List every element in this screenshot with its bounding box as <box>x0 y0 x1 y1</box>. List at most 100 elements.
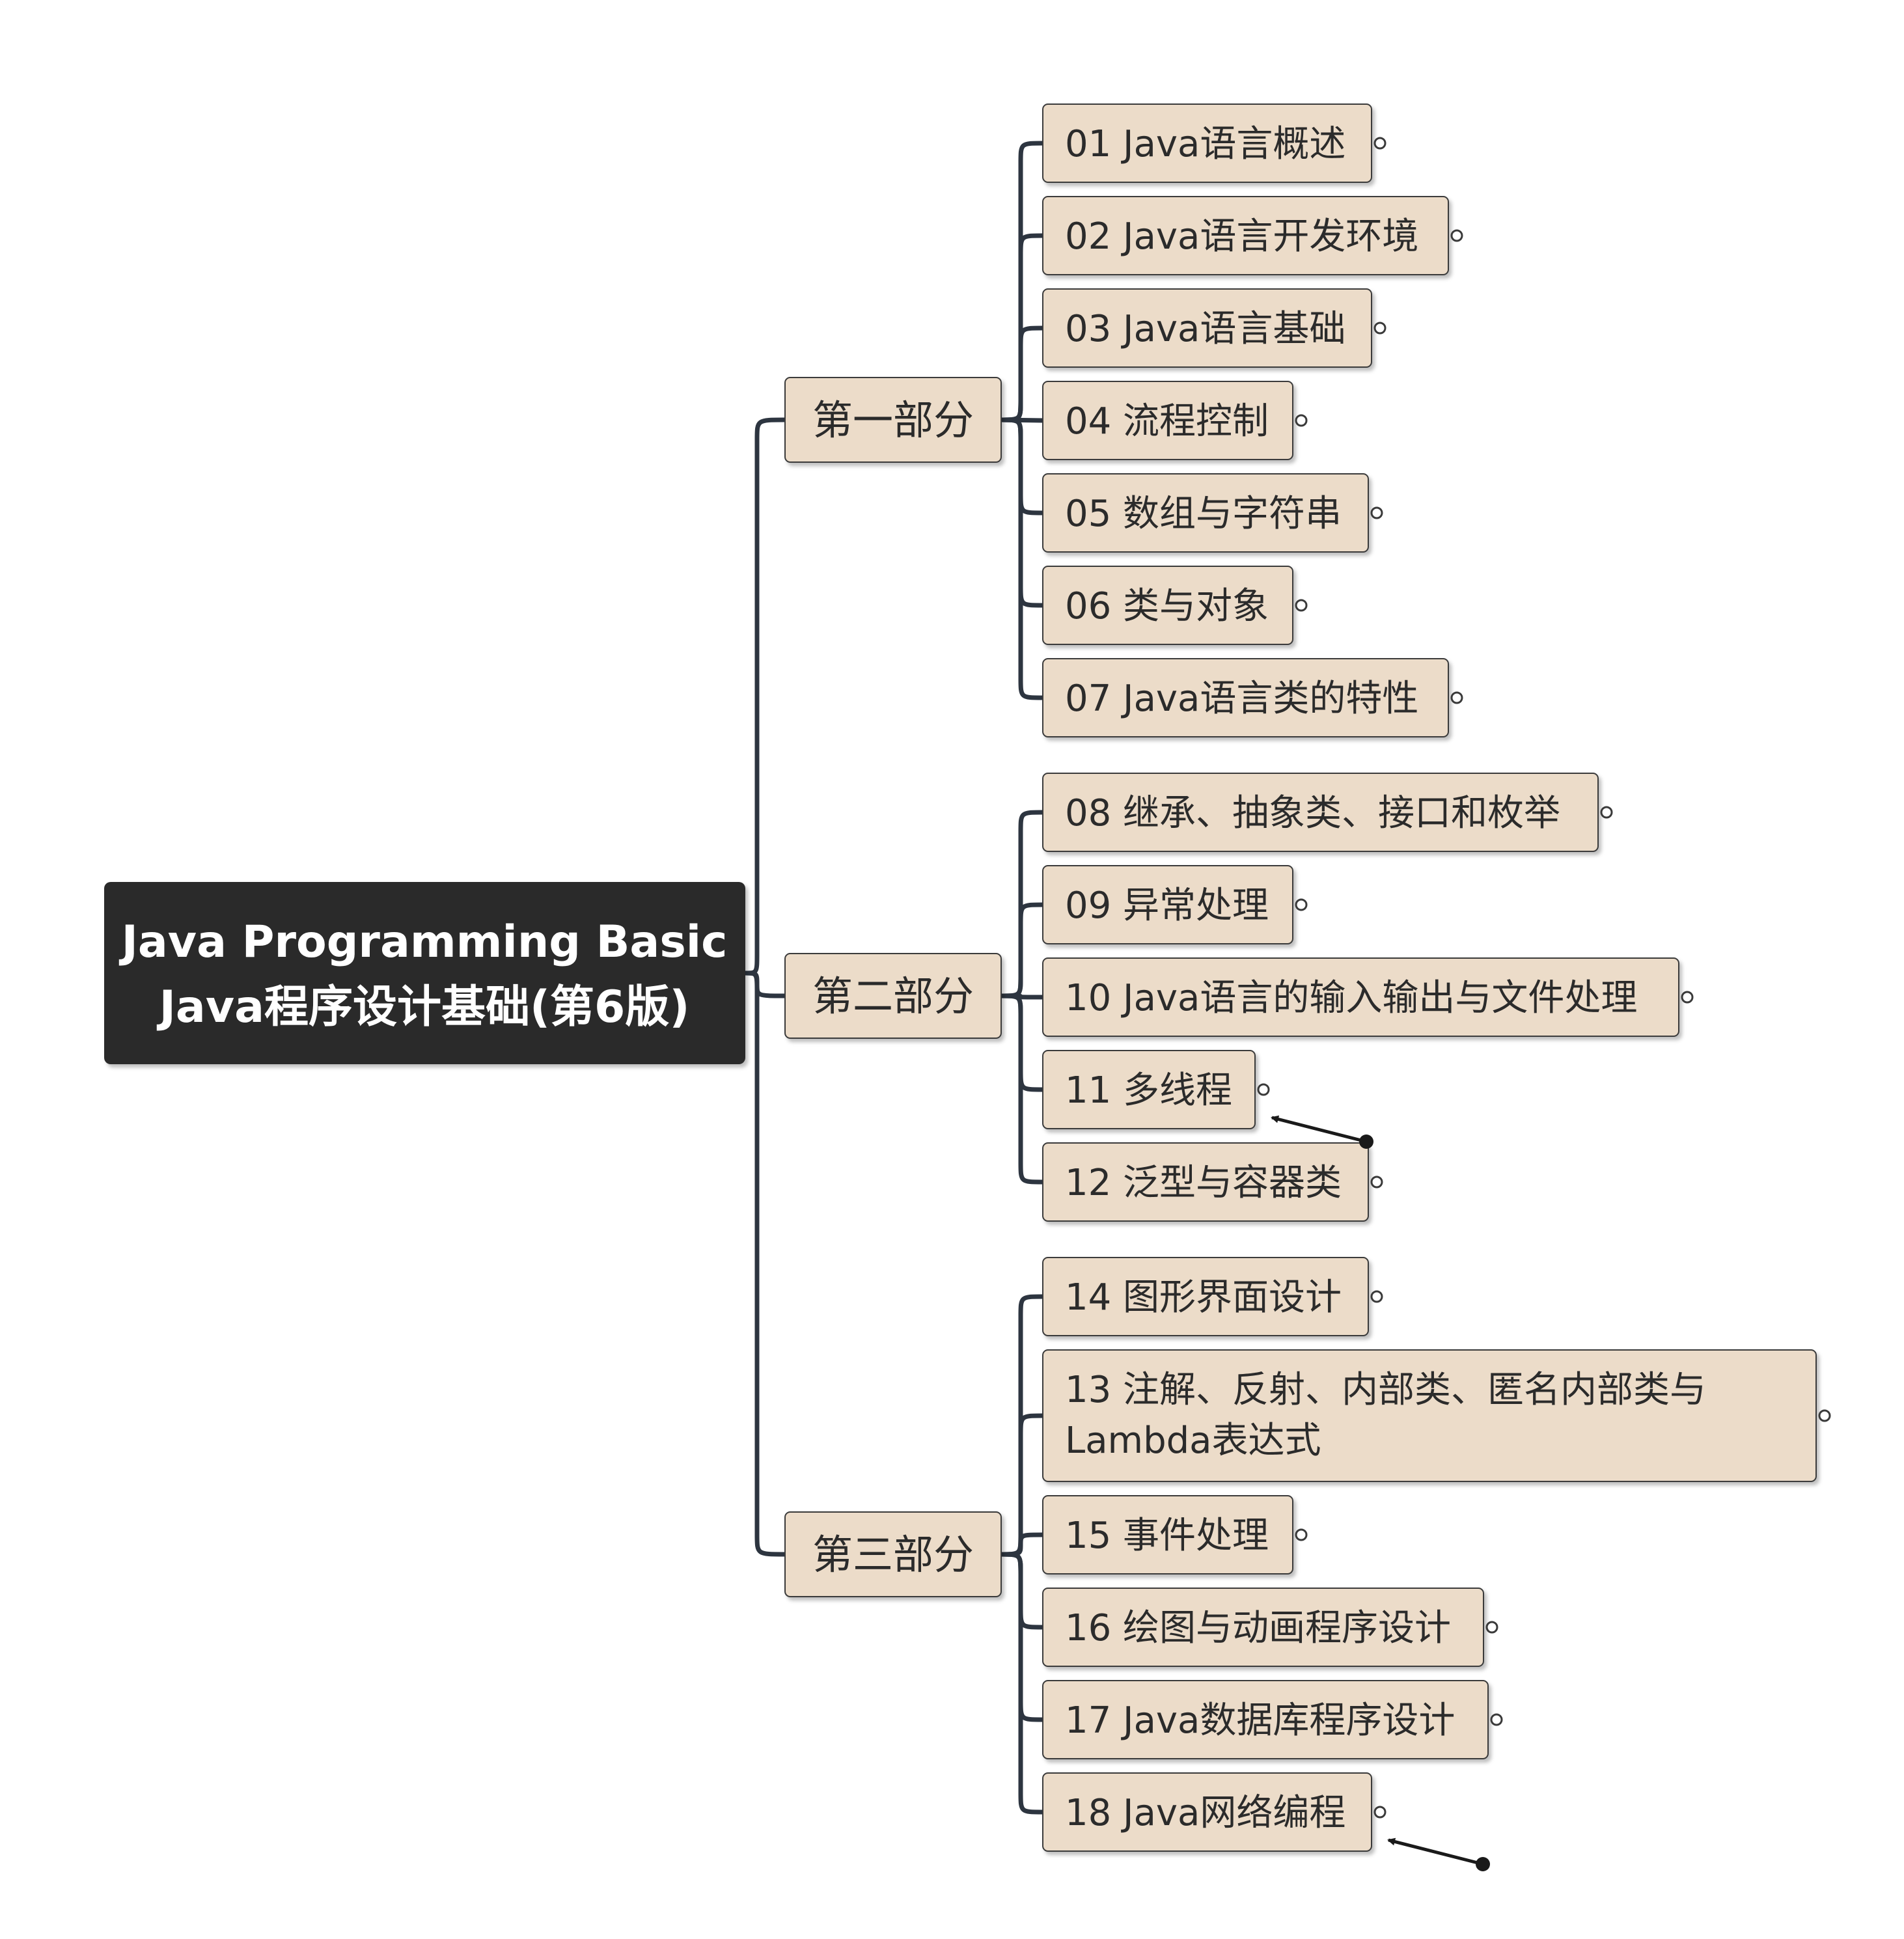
chapter-node[interactable]: 17 Java数据库程序设计 <box>1042 1680 1503 1759</box>
chapter-node-box <box>1042 381 1293 460</box>
connector-line <box>999 993 1045 1185</box>
pointer-arrow-icon <box>1271 1115 1367 1144</box>
chapter-node[interactable]: 11 多线程 <box>1042 1050 1270 1129</box>
chapter-node[interactable]: 03 Java语言基础 <box>1042 288 1387 368</box>
chapter-node[interactable]: 10 Java语言的输入输出与文件处理 <box>1042 957 1694 1037</box>
chapter-node-label: 02 Java语言开发环境 <box>1065 215 1418 258</box>
chapter-node-label: 12 泛型与容器类 <box>1065 1162 1342 1204</box>
part-node[interactable]: 第三部分 <box>784 1511 1002 1597</box>
chapter-node[interactable]: 16 绘图与动画程序设计 <box>1042 1588 1498 1667</box>
part-node-label: 第一部分 <box>812 396 974 444</box>
collapse-handle-icon[interactable] <box>1295 898 1308 911</box>
root-title-line2: Java程序设计基础(第6版) <box>157 982 690 1033</box>
chapter-node-box <box>1042 1142 1369 1222</box>
part-node-box <box>784 377 1002 463</box>
chapter-node-box <box>1042 658 1449 737</box>
chapter-node-box <box>1042 1772 1372 1852</box>
pointer-handle-icon[interactable] <box>1359 1135 1373 1149</box>
collapse-handle-icon[interactable] <box>1681 991 1694 1004</box>
collapse-handle-icon[interactable] <box>1450 691 1463 704</box>
pointers-layer <box>1271 1115 1490 1871</box>
collapse-handle-icon[interactable] <box>1373 137 1387 150</box>
chapter-node-box <box>1042 473 1369 553</box>
part-node[interactable]: 第二部分 <box>784 953 1002 1039</box>
chapter-node[interactable]: 18 Java网络编程 <box>1042 1772 1387 1852</box>
collapse-handle-icon[interactable] <box>1373 1806 1387 1819</box>
connector-line <box>743 417 788 976</box>
chapter-node[interactable]: 08 继承、抽象类、接口和枚举 <box>1042 773 1613 852</box>
connector-line <box>999 325 1045 422</box>
part-node-box <box>784 1511 1002 1597</box>
root-topic[interactable]: Java Programming Basic Java程序设计基础(第6版) <box>104 882 745 1064</box>
chapter-node-box <box>1042 103 1372 183</box>
pointer-handle-icon[interactable] <box>1476 1857 1490 1871</box>
chapter-node[interactable]: 04 流程控制 <box>1042 381 1308 460</box>
connector-line <box>743 970 788 1557</box>
connectors-layer <box>743 141 1045 1815</box>
collapse-handle-icon[interactable] <box>1295 414 1308 427</box>
chapter-node-label: 18 Java网络编程 <box>1065 1792 1345 1834</box>
chapter-node[interactable]: 15 事件处理 <box>1042 1495 1308 1575</box>
connector-line <box>999 417 1045 700</box>
chapter-node-label: 11 多线程 <box>1065 1069 1232 1112</box>
collapse-handle-icon[interactable] <box>1370 1176 1383 1189</box>
chapters-layer: 01 Java语言概述 02 Java语言开发环境 03 Java语言基础 04 流程… <box>1042 103 1831 1852</box>
chapter-node-box <box>1042 196 1449 275</box>
chapter-node[interactable]: 02 Java语言开发环境 <box>1042 196 1463 275</box>
collapse-handle-icon[interactable] <box>1600 806 1613 819</box>
collapse-handle-icon[interactable] <box>1370 1290 1383 1303</box>
chapter-node-box <box>1042 1349 1817 1482</box>
collapse-handle-icon[interactable] <box>1257 1083 1270 1096</box>
chapter-node-label: 05 数组与字符串 <box>1065 493 1342 535</box>
connector-line <box>999 1532 1045 1557</box>
chapter-node-label: 14 图形界面设计 <box>1065 1276 1342 1319</box>
chapter-node-box <box>1042 865 1293 944</box>
chapter-node-label: 04 流程控制 <box>1065 400 1269 443</box>
part-node[interactable]: 第一部分 <box>784 377 1002 463</box>
connector-line <box>999 1552 1045 1815</box>
chapter-node-label: 10 Java语言的输入输出与文件处理 <box>1065 977 1637 1019</box>
collapse-handle-icon[interactable] <box>1490 1713 1503 1726</box>
chapter-node[interactable]: 09 异常处理 <box>1042 865 1308 944</box>
chapter-node-label-line2: Lambda表达式 <box>1065 1420 1321 1462</box>
chapter-node[interactable]: 13 注解、反射、内部类、匿名内部类与 Lambda表达式 <box>1042 1349 1831 1482</box>
chapter-node-box <box>1042 1680 1489 1759</box>
root-topic-box <box>104 882 745 1064</box>
chapter-node-box <box>1042 1495 1293 1575</box>
chapter-node-label: 07 Java语言类的特性 <box>1065 678 1418 720</box>
chapter-node-box <box>1042 957 1679 1037</box>
chapter-node-label: 03 Java语言基础 <box>1065 308 1345 350</box>
chapter-node-box <box>1042 566 1293 645</box>
chapter-node-label: 08 继承、抽象类、接口和枚举 <box>1065 792 1560 834</box>
collapse-handle-icon[interactable] <box>1450 229 1463 242</box>
chapter-node[interactable]: 05 数组与字符串 <box>1042 473 1383 553</box>
chapter-node-box <box>1042 773 1599 852</box>
collapse-handle-icon[interactable] <box>1295 1528 1308 1541</box>
part-node-box <box>784 953 1002 1039</box>
chapter-node-label: 09 异常处理 <box>1065 885 1269 927</box>
collapse-handle-icon[interactable] <box>1818 1409 1831 1422</box>
collapse-handle-icon[interactable] <box>1295 599 1308 612</box>
collapse-handle-icon[interactable] <box>1373 322 1387 335</box>
connector-line <box>743 970 788 998</box>
part-node-label: 第三部分 <box>812 1531 974 1578</box>
root-title-line1: Java Programming Basic <box>119 916 728 968</box>
chapter-node[interactable]: 01 Java语言概述 <box>1042 103 1387 183</box>
chapter-node[interactable]: 06 类与对象 <box>1042 566 1308 645</box>
chapter-node[interactable]: 14 图形界面设计 <box>1042 1257 1383 1336</box>
collapse-handle-icon[interactable] <box>1485 1621 1498 1634</box>
chapter-node[interactable]: 07 Java语言类的特性 <box>1042 658 1463 737</box>
chapter-node[interactable]: 12 泛型与容器类 <box>1042 1142 1383 1222</box>
chapter-node-label: 13 注解、反射、内部类、匿名内部类与 <box>1065 1369 1706 1411</box>
chapter-node-box <box>1042 1050 1256 1129</box>
chapter-node-label: 16 绘图与动画程序设计 <box>1065 1607 1451 1649</box>
part-node-label: 第二部分 <box>812 972 974 1020</box>
chapter-node-box <box>1042 288 1372 368</box>
chapter-node-label: 17 Java数据库程序设计 <box>1065 1699 1455 1742</box>
collapse-handle-icon[interactable] <box>1370 506 1383 519</box>
connector-line <box>999 902 1045 998</box>
pointer-arrow-icon <box>1387 1837 1483 1866</box>
chapter-node-label: 06 类与对象 <box>1065 585 1269 627</box>
